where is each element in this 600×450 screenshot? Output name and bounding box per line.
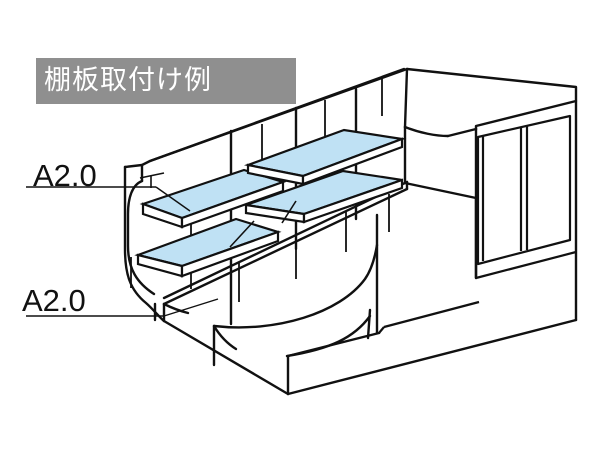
callout-leaders [26, 186, 219, 317]
upper-shelf-left [139, 168, 287, 229]
cabinet-outline [123, 67, 578, 396]
shelf-supports [139, 172, 297, 248]
sliding-doors [378, 114, 577, 334]
wall-grid [130, 79, 390, 302]
dimension-label-bottom: A2.0 [22, 283, 86, 318]
title-badge: 棚板取付け例 [36, 58, 296, 104]
lower-shelf-right [244, 169, 404, 224]
lower-shelf-left [134, 217, 282, 278]
dimension-label-top: A2.0 [33, 158, 97, 193]
